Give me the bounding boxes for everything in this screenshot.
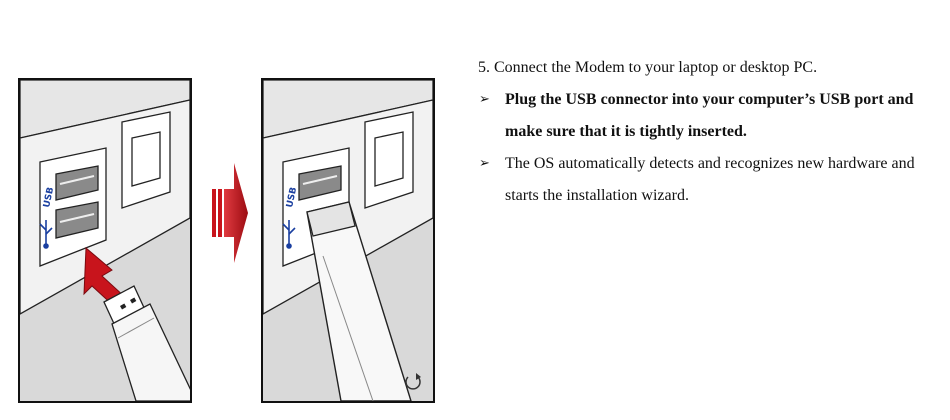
figure-usb-after: USB (261, 78, 435, 403)
usb-modem-inserted (306, 201, 412, 401)
arrowhead-bullet-icon: ➢ (479, 92, 490, 107)
usb-slot-upper (55, 165, 99, 201)
figure-usb-before: USB (18, 78, 192, 403)
rotation-icon (405, 373, 421, 390)
list-item: ➢ The OS automatically detects and recog… (478, 148, 943, 212)
usb-trident-icon (39, 220, 53, 249)
instructions-panel: 5. Connect the Modem to your laptop or d… (478, 52, 943, 212)
usb-trident-icon (282, 220, 296, 249)
list-item: ➢ Plug the USB connector into your compu… (478, 84, 943, 148)
arrowhead-bullet-icon: ➢ (479, 156, 490, 171)
rj45-port (364, 111, 414, 209)
right-arrow-icon (212, 163, 248, 263)
usb-slot-lower (55, 201, 99, 239)
usb-modem (103, 285, 190, 401)
usb-port-label: USB (285, 186, 299, 208)
rj45-port (121, 111, 171, 209)
usb-port-label: USB (42, 186, 56, 208)
laptop-top (20, 80, 190, 139)
bullet-text: Plug the USB connector into your compute… (505, 91, 914, 140)
usb-slot-upper (298, 165, 342, 201)
step-heading: 5. Connect the Modem to your laptop or d… (478, 59, 818, 76)
bullet-text: The OS automatically detects and recogni… (505, 155, 915, 204)
instruction-list: ➢ Plug the USB connector into your compu… (478, 84, 943, 212)
laptop-top (263, 80, 433, 139)
